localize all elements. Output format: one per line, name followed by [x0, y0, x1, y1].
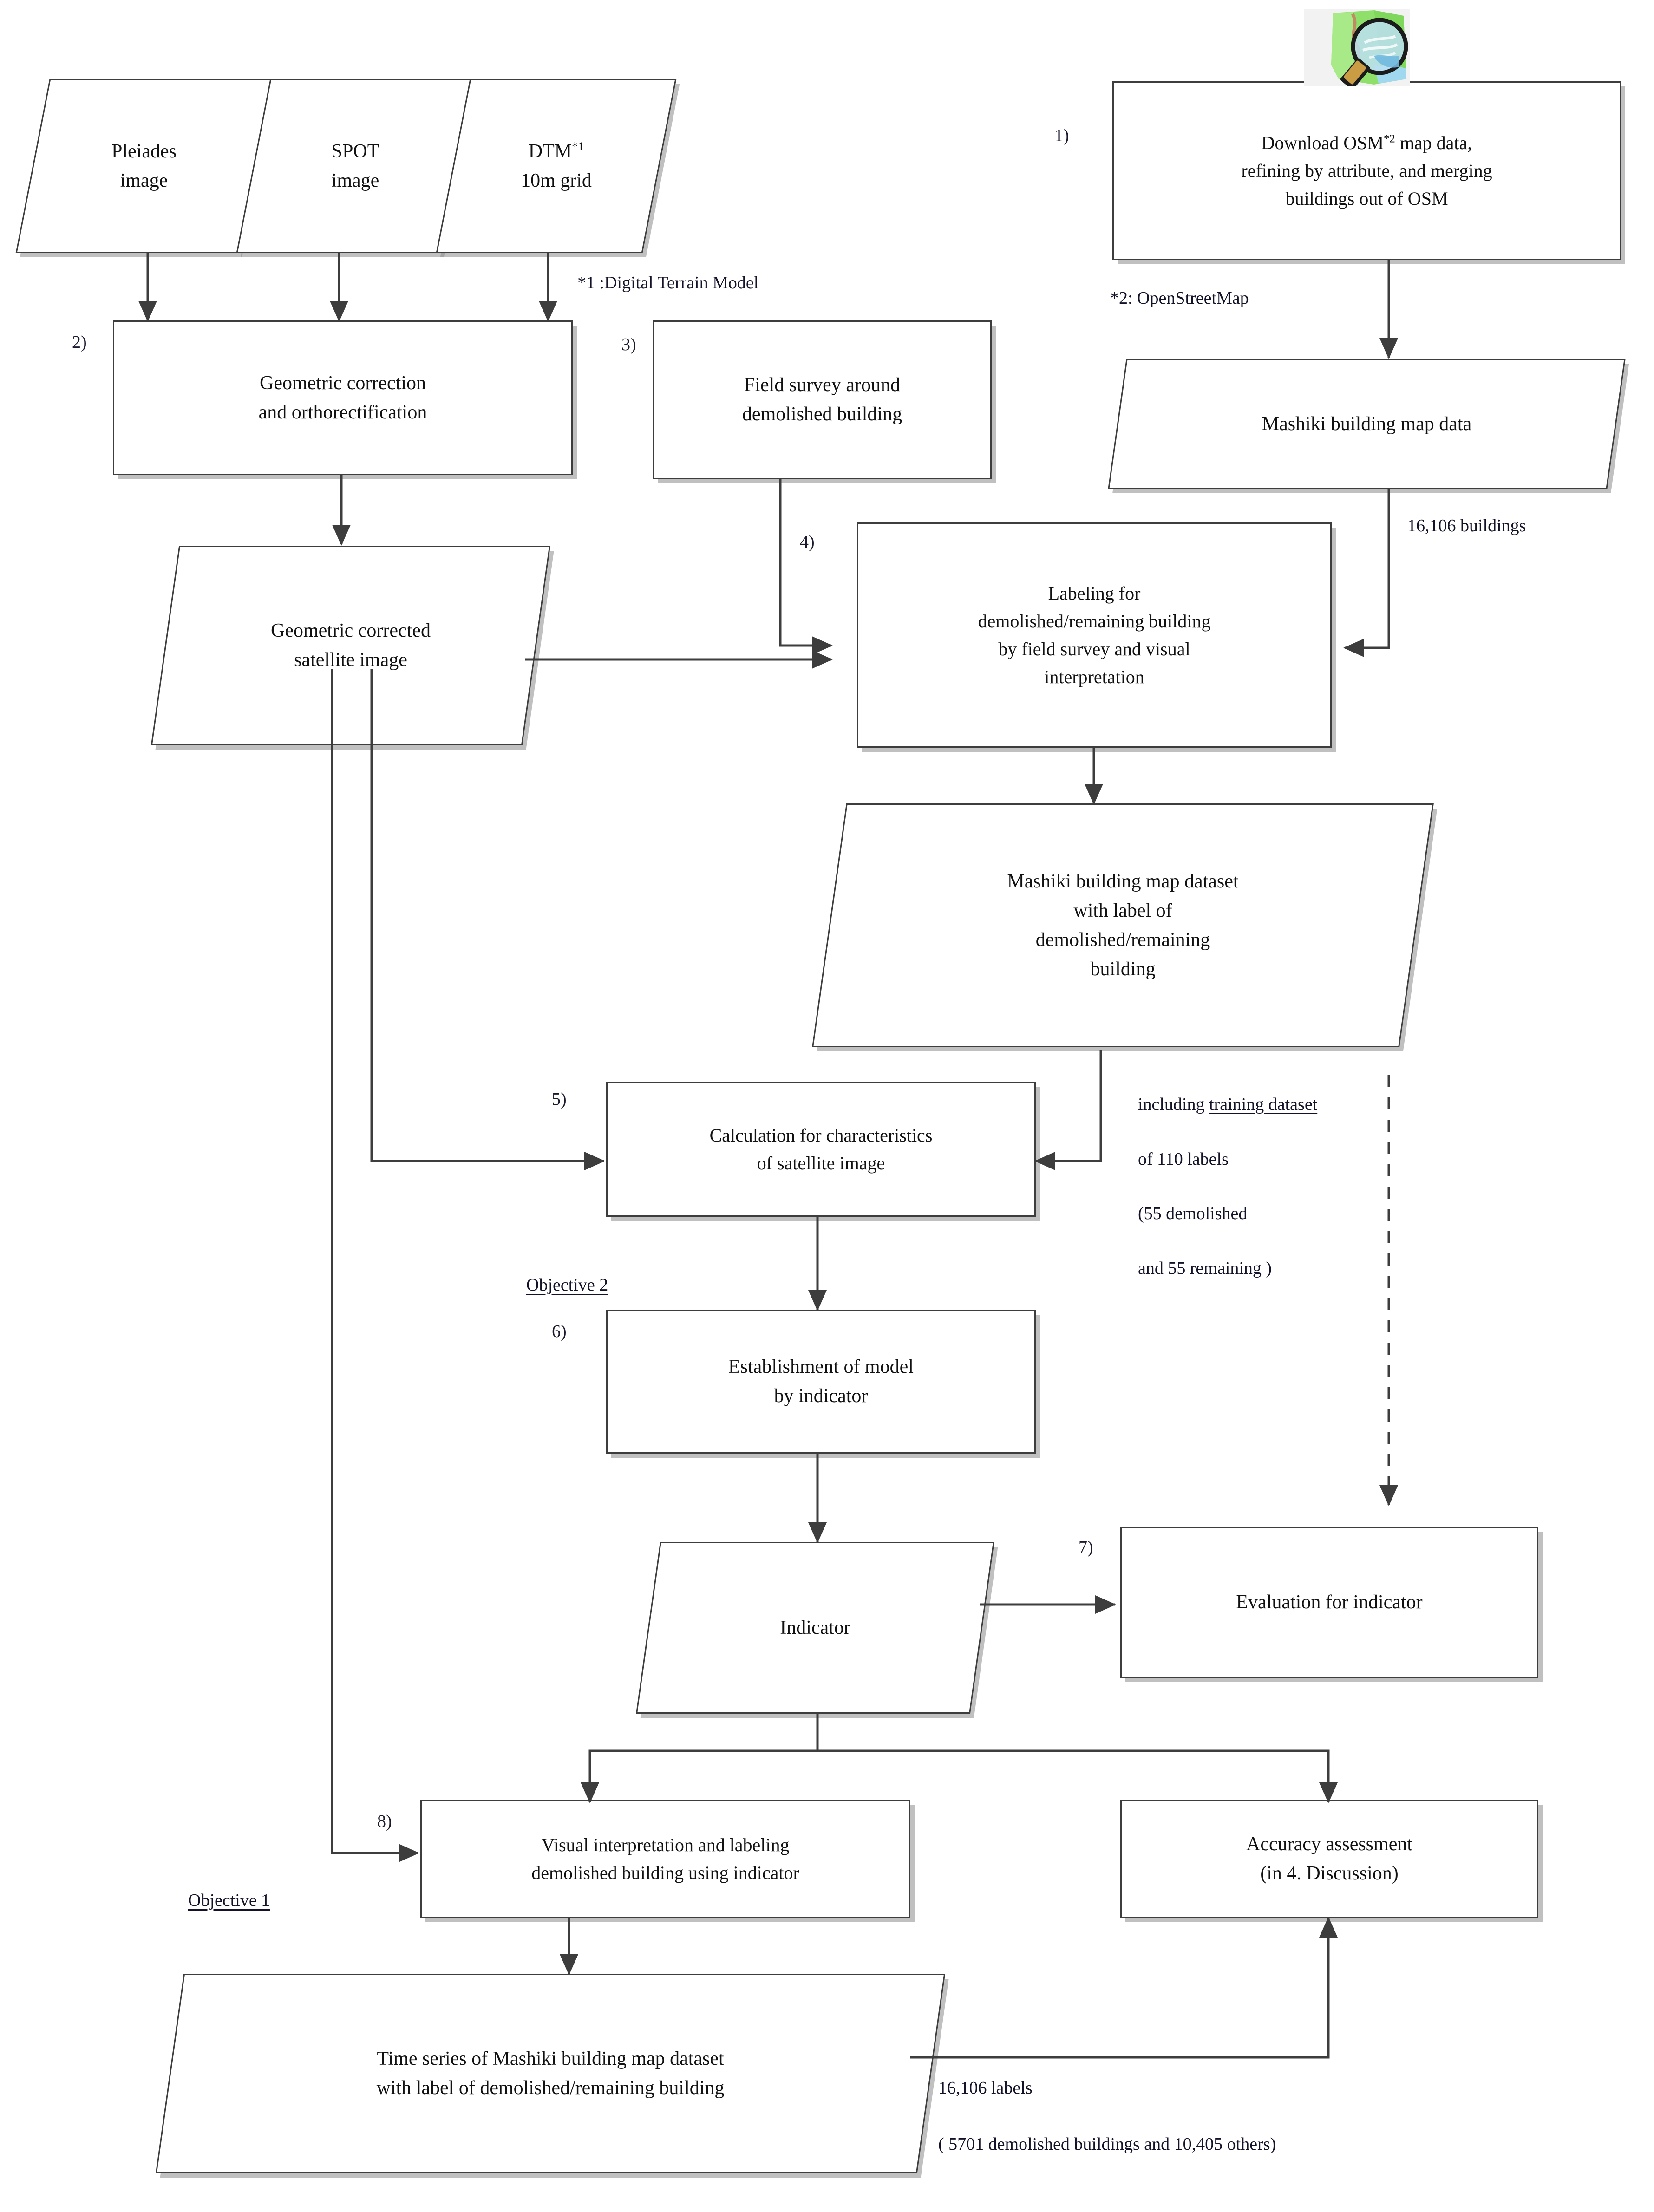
- node-accuracy-assessment[interactable]: Accuracy assessment (in 4. Discussion): [1120, 1800, 1538, 1918]
- node-calculation[interactable]: Calculation for characteristics of satel…: [606, 1082, 1036, 1217]
- node-label: Mashiki building map data: [1262, 413, 1472, 435]
- training-underlined: training dataset: [1209, 1094, 1318, 1114]
- step-number-2: 2): [72, 333, 87, 352]
- node-mashiki-map-data[interactable]: Mashiki building map data: [1108, 359, 1626, 489]
- training-line4: and 55 remaining ): [1138, 1259, 1272, 1279]
- step-number-7: 7): [1079, 1538, 1093, 1557]
- node-indicator[interactable]: Indicator: [636, 1542, 994, 1714]
- training-prefix: including: [1138, 1094, 1209, 1114]
- node-label: Time series of Mashiki building map data…: [376, 2048, 725, 2099]
- node-osm-download[interactable]: Download OSM*2 map data, refining by att…: [1112, 81, 1621, 260]
- node-label: Indicator: [780, 1617, 850, 1638]
- node-label: Labeling for demolished/remaining buildi…: [978, 582, 1211, 687]
- step-number-6: 6): [552, 1322, 567, 1341]
- labels-count-line2: ( 5701 demolished buildings and 10,405 o…: [938, 2134, 1276, 2154]
- node-label: Pleiades image: [111, 140, 177, 191]
- training-line2: of 110 labels: [1138, 1149, 1229, 1169]
- step-number-4: 4): [800, 532, 815, 552]
- node-mashiki-dataset[interactable]: Mashiki building map dataset with label …: [812, 803, 1434, 1047]
- node-label: Calculation for characteristics of satel…: [709, 1125, 933, 1174]
- node-label: Geometric correction and orthorectificat…: [258, 372, 427, 423]
- node-corrected-satellite-image[interactable]: Geometric corrected satellite image: [150, 546, 551, 745]
- node-label: Download OSM*2 map data, refining by att…: [1241, 132, 1492, 209]
- node-spot-image[interactable]: SPOT image: [236, 79, 475, 253]
- node-field-survey[interactable]: Field survey around demolished building: [653, 320, 992, 479]
- node-geometric-correction[interactable]: Geometric correction and orthorectificat…: [113, 320, 573, 475]
- node-label: Establishment of model by indicator: [728, 1356, 914, 1407]
- annotation-buildings-count: 16,106 buildings: [1407, 516, 1526, 535]
- footnote-dtm: *1 :Digital Terrain Model: [577, 273, 759, 293]
- node-labeling[interactable]: Labeling for demolished/remaining buildi…: [857, 522, 1332, 748]
- node-visual-interpretation[interactable]: Visual interpretation and labeling demol…: [420, 1800, 910, 1918]
- node-label: Mashiki building map dataset with label …: [1007, 870, 1239, 980]
- step-number-3: 3): [621, 335, 636, 354]
- node-timeseries-dataset[interactable]: Time series of Mashiki building map data…: [155, 1974, 946, 2173]
- node-label: Accuracy assessment (in 4. Discussion): [1246, 1833, 1413, 1884]
- node-evaluation[interactable]: Evaluation for indicator: [1120, 1527, 1538, 1678]
- node-label: DTM*1 10m grid: [521, 139, 592, 191]
- node-label: Field survey around demolished building: [742, 374, 902, 425]
- labels-count-line1: 16,106 labels: [938, 2078, 1033, 2098]
- step-number-8: 8): [377, 1812, 392, 1831]
- step-number-5: 5): [552, 1090, 567, 1109]
- node-label: Geometric corrected satellite image: [271, 620, 431, 671]
- annotation-labels-count: 16,106 labels ( 5701 demolished building…: [938, 2046, 1276, 2159]
- node-dtm[interactable]: DTM*1 10m grid: [436, 79, 677, 253]
- training-line3: (55 demolished: [1138, 1204, 1248, 1224]
- footnote-osm: *2: OpenStreetMap: [1110, 288, 1249, 308]
- node-label: Evaluation for indicator: [1236, 1592, 1423, 1613]
- node-label: SPOT image: [331, 140, 379, 191]
- label-objective-1: Objective 1: [188, 1891, 270, 1910]
- node-label: Visual interpretation and labeling demol…: [531, 1834, 799, 1883]
- map-magnifier-icon: [1304, 9, 1410, 90]
- node-pleiades-image[interactable]: Pleiades image: [15, 79, 273, 253]
- label-objective-2: Objective 2: [526, 1275, 608, 1295]
- node-establishment[interactable]: Establishment of model by indicator: [606, 1310, 1036, 1454]
- annotation-training-dataset: including training dataset of 110 labels…: [1138, 1064, 1317, 1282]
- step-number-1: 1): [1054, 126, 1069, 145]
